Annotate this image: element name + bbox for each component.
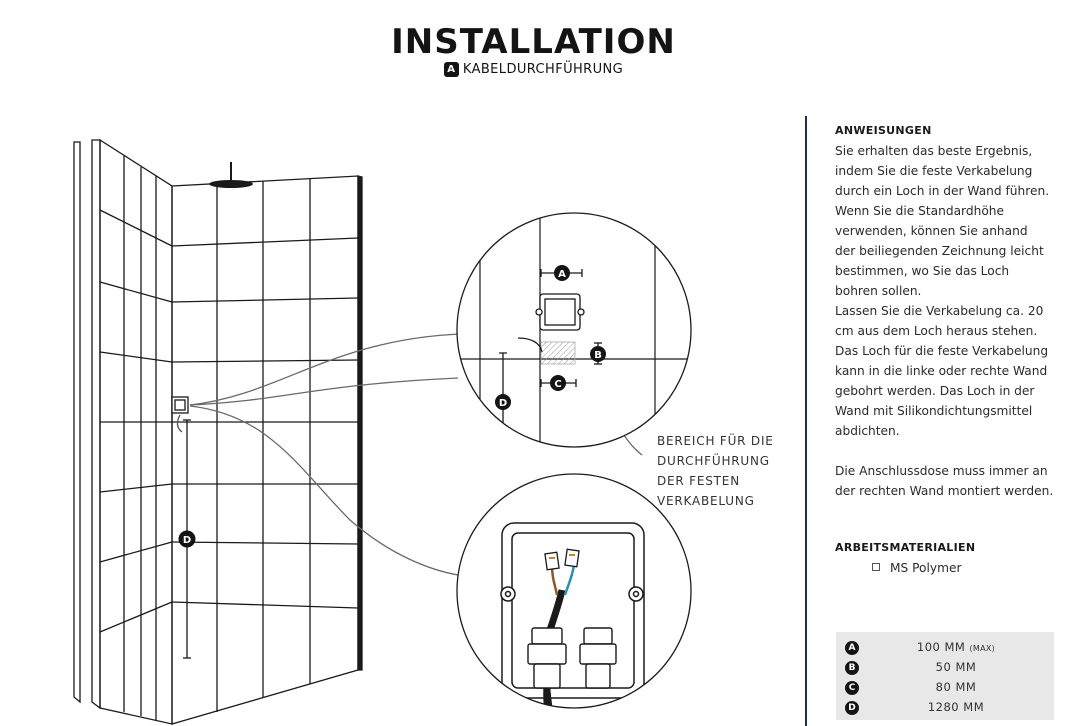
dimension-value-d: 1280 MM: [927, 700, 985, 714]
dimension-row-d: D 1280 MM: [836, 698, 1054, 718]
dimension-badge-d: D: [845, 701, 859, 715]
dimension-note-a: (MAX): [969, 644, 996, 653]
instructions-heading: ANWEISUNGEN: [835, 124, 932, 137]
marker-a-detail-label: A: [558, 269, 566, 280]
instructions-line: gebohrt werden. Das Loch in der: [835, 384, 1035, 398]
instructions-line: der beiliegenden Zeichnung leicht: [835, 244, 1044, 258]
left-wall-edge: [73, 141, 81, 704]
materials-item-label: MS Polymer: [890, 561, 962, 575]
instructions-line: bohren sollen.: [835, 284, 922, 298]
wall-junction-box: [171, 396, 189, 433]
dimension-row-b: B 50 MM: [836, 658, 1054, 678]
instructions-line: bestimmen, wo Sie das Loch: [835, 264, 1010, 278]
subtitle-text: KABELDURCHFÜHRUNG: [462, 62, 624, 77]
callout-line-1: BEREICH FÜR DIE: [657, 434, 774, 448]
detail-circle-junction-box: [457, 474, 691, 708]
dimension-row-a: A 100 MM (MAX): [836, 638, 1054, 658]
dimension-badge-b: B: [845, 661, 859, 675]
instructions-line: durch ein Loch in der Wand führen.: [835, 184, 1050, 198]
instructions-line: Wenn Sie die Standardhöhe: [835, 204, 1004, 218]
shower-walls: [73, 138, 363, 725]
instructions-line: Das Loch für die feste Verkabelung: [835, 344, 1049, 358]
marker-a-detail: [554, 265, 570, 281]
marker-b-detail-label: B: [594, 350, 602, 361]
dimension-badge-c: C: [845, 681, 859, 695]
marker-d-detail: [495, 394, 511, 410]
page-title: INSTALLATION: [391, 22, 676, 62]
dimension-badge-a: A: [845, 641, 859, 655]
instructions-line: abdichten.: [835, 424, 900, 438]
dimension-value-a: 100 MM (MAX): [916, 640, 996, 654]
checkbox-icon: [872, 563, 880, 571]
instructions-line: kann in die linke oder rechte Wand: [835, 364, 1048, 378]
installation-illustration: D: [73, 138, 692, 725]
callout-line-4: VERKABELUNG: [657, 494, 755, 508]
marker-d-wall-label: D: [183, 535, 191, 546]
back-wall-edge: [357, 175, 363, 671]
dimensions-table: A 100 MM (MAX) B 50 MM C 80 MM D 1280 MM: [836, 632, 1054, 720]
left-wall-edge-2: [91, 139, 101, 710]
marker-c-detail: [550, 375, 566, 391]
marker-d-wall: [178, 530, 196, 548]
wiring-area-callout: BEREICH FÜR DIE DURCHFÜHRUNG DER FESTEN …: [657, 431, 774, 511]
detail-circle-wall: [457, 213, 691, 447]
marker-b-detail: [590, 346, 606, 362]
marker-d-detail-label: D: [499, 398, 507, 409]
instructions-line: Wand mit Silikondichtungsmittel: [835, 404, 1033, 418]
callout-line-2: DURCHFÜHRUNG: [657, 454, 770, 468]
instructions-line: [835, 441, 1065, 461]
materials-heading: ARBEITSMATERIALIEN: [835, 541, 976, 554]
instructions-line: verwenden, können Sie anhand: [835, 224, 1028, 238]
callout-line-3: DER FESTEN: [657, 474, 740, 488]
shower-head: [209, 162, 253, 188]
instructions-line: Sie erhalten das beste Ergebnis,: [835, 144, 1033, 158]
dimension-row-c: C 80 MM: [836, 678, 1054, 698]
instructions-text: Sie erhalten das beste Ergebnis, indem S…: [835, 141, 1065, 501]
instructions-line: Die Anschlussdose muss immer an: [835, 464, 1048, 478]
marker-c-detail-label: C: [554, 379, 561, 390]
dimension-value-b: 50 MM: [935, 660, 977, 674]
sidebar-divider: [805, 116, 807, 726]
instructions-line: indem Sie die feste Verkabelung: [835, 164, 1033, 178]
subtitle-badge-a: A: [443, 62, 459, 77]
back-wall: [171, 175, 359, 725]
materials-item: MS Polymer: [872, 561, 961, 575]
instructions-line: cm aus dem Loch heraus stehen.: [835, 324, 1038, 338]
instructions-line: der rechten Wand montiert werden.: [835, 484, 1054, 498]
instructions-line: Lassen Sie die Verkabelung ca. 20: [835, 304, 1044, 318]
dimension-value-c: 80 MM: [935, 680, 977, 694]
